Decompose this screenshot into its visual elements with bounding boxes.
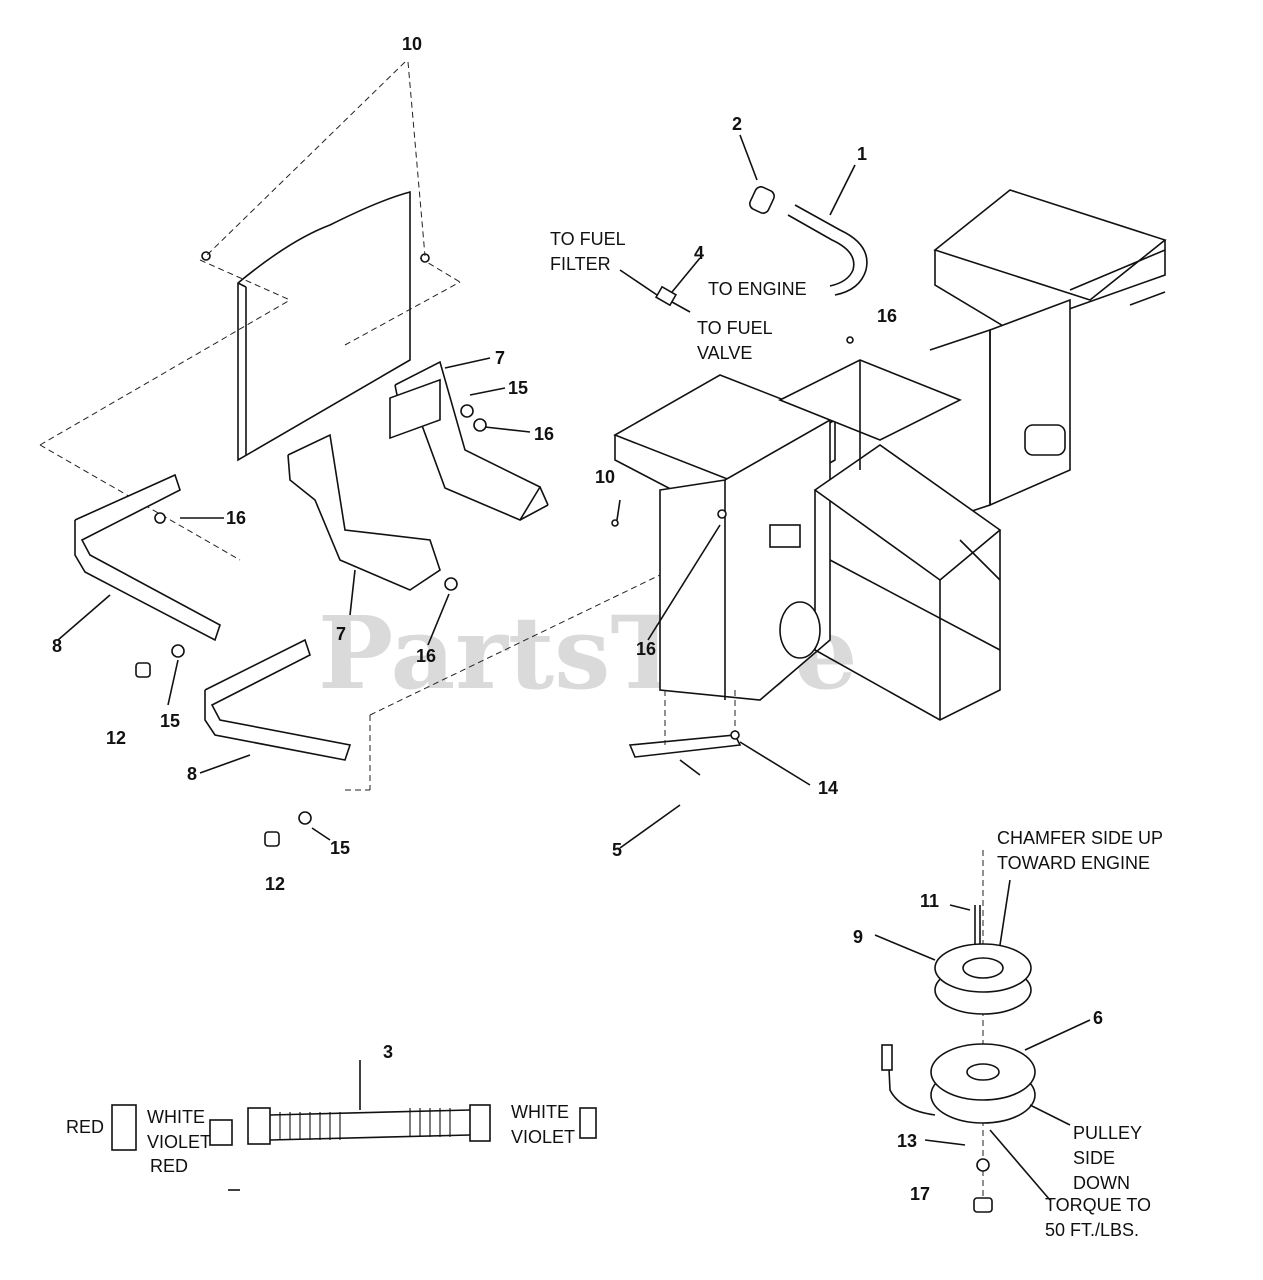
- callout-10-top: 10: [402, 34, 422, 54]
- note-pulley-line2: SIDE: [1073, 1148, 1115, 1168]
- note-torque-line2: 50 FT./LBS.: [1045, 1220, 1139, 1240]
- hardware: [135, 336, 854, 847]
- wire-harness: [111, 1104, 597, 1151]
- callout-15-left: 15: [160, 711, 180, 731]
- callout-10-mid: 10: [595, 467, 615, 487]
- callout-3: 3: [383, 1042, 393, 1062]
- note-torque-line1: TORQUE TO: [1045, 1195, 1151, 1215]
- callout-8-lower: 8: [187, 764, 197, 784]
- callout-17: 17: [910, 1184, 930, 1204]
- arm-8-lower: [204, 574, 661, 791]
- note-to-fuel-valve-line2: VALVE: [697, 343, 752, 363]
- arm-8-upper: [74, 473, 221, 642]
- harness-left-white: WHITE: [147, 1107, 205, 1127]
- harness-left-red-top: RED: [66, 1117, 104, 1137]
- callout-12-upper: 12: [106, 728, 126, 748]
- callout-5: 5: [612, 840, 622, 860]
- leader-lines: [57, 134, 1091, 1201]
- note-to-engine: TO ENGINE: [708, 279, 807, 299]
- callout-16-frame: 16: [636, 639, 656, 659]
- note-pulley-line1: PULLEY: [1073, 1123, 1142, 1143]
- callout-13: 13: [897, 1131, 917, 1151]
- callout-15-upper: 15: [508, 378, 528, 398]
- harness-left-red-bottom: RED: [150, 1156, 188, 1176]
- callout-7-lower: 7: [336, 624, 346, 644]
- note-to-fuel-valve-line1: TO FUEL: [697, 318, 773, 338]
- callout-9: 9: [853, 927, 863, 947]
- callout-labels: 10 2 1 4 16 7 15 16 10 16 8 7 16 16 12 1…: [52, 34, 1103, 1204]
- callout-14: 14: [818, 778, 838, 798]
- note-chamfer-line1: CHAMFER SIDE UP: [997, 828, 1163, 848]
- bracket-7-lower: [287, 378, 441, 591]
- callout-2: 2: [732, 114, 742, 134]
- note-to-fuel-filter-line1: TO FUEL: [550, 229, 626, 249]
- callout-16-lower: 16: [416, 646, 436, 666]
- frame-assembly: [613, 189, 1167, 721]
- clutch-assembly: [881, 850, 1036, 1213]
- callout-16-engine: 16: [877, 306, 897, 326]
- bracket-5: [628, 690, 742, 776]
- harness-labels: RED WHITE VIOLET RED WHITE VIOLET: [66, 1102, 575, 1176]
- fuel-fitting: [654, 285, 678, 307]
- note-pulley-line3: DOWN: [1073, 1173, 1130, 1193]
- callout-8-upper: 8: [52, 636, 62, 656]
- callout-4: 4: [694, 243, 704, 263]
- callout-11: 11: [920, 891, 939, 911]
- callout-16-left: 16: [226, 508, 246, 528]
- callout-16-upper: 16: [534, 424, 554, 444]
- callout-6: 6: [1093, 1008, 1103, 1028]
- harness-left-violet: VIOLET: [147, 1132, 211, 1152]
- note-to-fuel-filter-line2: FILTER: [550, 254, 611, 274]
- mount-plate: [39, 61, 461, 561]
- callout-12-lower: 12: [265, 874, 285, 894]
- harness-right-violet: VIOLET: [511, 1127, 575, 1147]
- notes: TO FUEL FILTER TO ENGINE TO FUEL VALVE C…: [550, 229, 1163, 1240]
- callout-7-upper: 7: [495, 348, 505, 368]
- fuel-line-assembly: [619, 186, 868, 313]
- note-chamfer-line2: TOWARD ENGINE: [997, 853, 1150, 873]
- callout-1: 1: [857, 144, 867, 164]
- callout-15-lower: 15: [330, 838, 350, 858]
- fuel-hose-clamp: [749, 186, 775, 214]
- harness-right-white: WHITE: [511, 1102, 569, 1122]
